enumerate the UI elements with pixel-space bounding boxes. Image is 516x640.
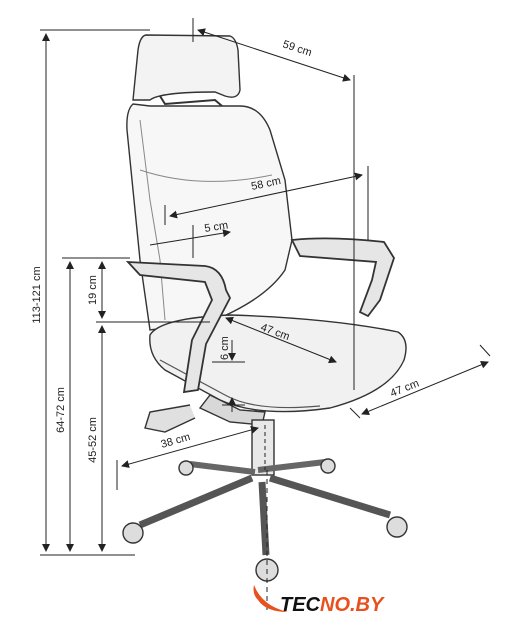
seat-shell (159, 359, 321, 409)
caster (386, 516, 408, 538)
backrest (126, 103, 293, 331)
caster (320, 458, 336, 474)
label-total-height: 113-121 cm (31, 266, 43, 323)
tilt-lever (144, 404, 196, 433)
right-armrest (290, 237, 395, 318)
chair-illustration (122, 34, 408, 582)
dim-line-back-depth (197, 28, 351, 82)
label-seat-thickness: 6 cm (219, 336, 231, 360)
base-leg-left-back (189, 461, 256, 475)
base-leg-right-front (268, 474, 392, 519)
headrest-handle (159, 95, 223, 107)
label-lumbar-offset: 5 cm (204, 219, 229, 235)
base-leg-left-front (138, 474, 254, 529)
left-armrest (125, 260, 232, 394)
headrest (132, 34, 241, 101)
label-armrest-height: 64-72 cm (55, 387, 67, 433)
label-seat-height: 45-52 cm (87, 417, 99, 463)
dim-line-seat-depth (225, 316, 337, 364)
brand-logo: TECNO.BY (253, 585, 385, 616)
backrest-seam (139, 119, 166, 321)
base-leg-back (257, 459, 326, 473)
caster (122, 522, 144, 544)
dim-line-seat-width (361, 360, 489, 416)
logo-swoosh-icon (253, 585, 288, 612)
caster (178, 460, 194, 476)
dim-line-base-radius (121, 426, 259, 468)
logo-text: TECNO.BY (280, 594, 385, 616)
label-back-depth: 59 cm (281, 38, 313, 59)
label-armrest-to-seat: 19 cm (87, 275, 99, 305)
dim-line-lumbar (149, 229, 231, 246)
base-leg-front (258, 481, 270, 556)
logo-text-part1: TEC (280, 594, 321, 616)
dim-line-back-width (169, 172, 363, 219)
logo-text-part2: NO.BY (320, 594, 385, 616)
dimension-lines (40, 18, 491, 610)
